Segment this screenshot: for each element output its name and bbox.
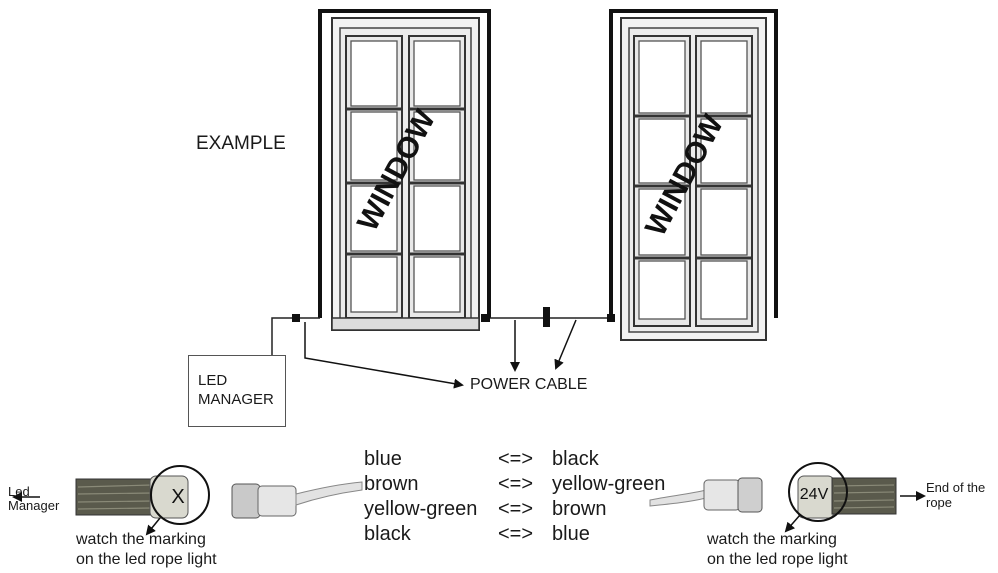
left-dest-line2: Manager (8, 498, 60, 513)
right-dest-line1: End of the (926, 480, 986, 495)
left-window: WINDOW (318, 9, 491, 331)
wire-from-3: yellow-green (364, 498, 478, 520)
wire-to-4: blue (552, 523, 590, 545)
connector-mid-left (481, 314, 490, 322)
led-manager-box: LED MANAGER (188, 355, 286, 427)
connector-mid-right (607, 314, 615, 322)
power-cable-label: POWER CABLE (470, 376, 588, 393)
wire-to-1: black (552, 448, 599, 470)
connector-left (292, 314, 300, 322)
left-connector: X (12, 465, 363, 536)
right-note-line2: on the led rope light (707, 551, 848, 568)
left-note-line1: watch the marking (76, 531, 206, 548)
wire-from-2: brown (364, 473, 419, 495)
wire-arrow-3: <=> (498, 498, 534, 520)
right-dest-line2: rope (926, 495, 953, 510)
wire-arrow-1: <=> (498, 448, 534, 470)
led-manager-line1: LED (198, 372, 228, 389)
left-rope-outline (318, 9, 491, 318)
example-label: EXAMPLE (196, 133, 286, 154)
right-marking-text: 24V (800, 486, 829, 503)
left-dest-line1: Led (8, 484, 30, 499)
led-manager-line2: MANAGER (198, 391, 274, 408)
right-note-line1: watch the marking (707, 531, 837, 548)
wire-from-4: black (364, 523, 411, 545)
right-connector: 24V (649, 462, 926, 533)
wire-to-2: yellow-green (552, 473, 666, 495)
wire-arrow-2: <=> (498, 473, 534, 495)
wire-from-1: blue (364, 448, 402, 470)
wire-arrow-4: <=> (498, 523, 534, 545)
connector-mid (543, 307, 550, 327)
wire-to-3: brown (552, 498, 607, 520)
left-marking-text: X (171, 486, 184, 508)
left-note-line2: on the led rope light (76, 551, 217, 568)
right-window: WINDOW (609, 9, 778, 341)
right-rope-outline (609, 9, 778, 318)
